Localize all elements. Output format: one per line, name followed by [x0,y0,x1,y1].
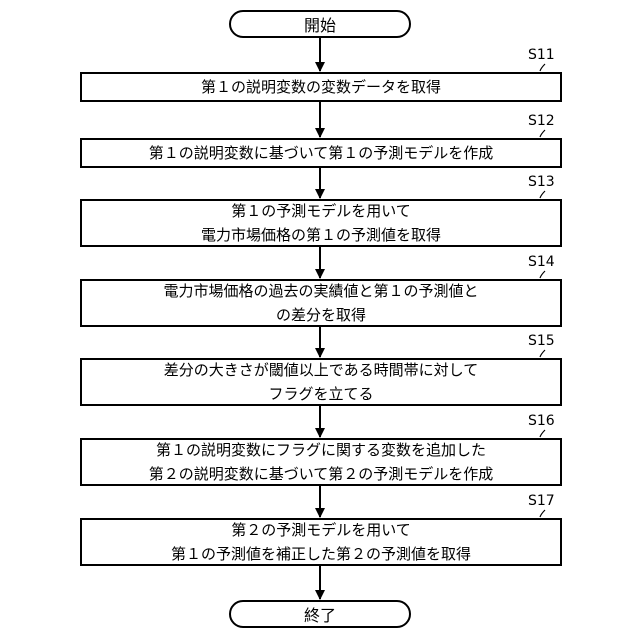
step-s15-line-1: 差分の大きさが閾値以上である時間帯に対して [164,358,478,382]
step-s17-line-2: 第１の予測値を補正した第２の予測値を取得 [171,542,471,566]
step-label-leader [540,64,545,71]
step-s13-line-2: 電力市場価格の第１の予測値を取得 [201,223,441,247]
step-label-leader [540,510,545,517]
step-label-leader [540,191,545,198]
step-s12: 第１の説明変数に基づいて第１の予測モデルを作成 [80,138,562,168]
step-label-leader [540,271,545,278]
step-s14-label: S14 [528,254,555,270]
step-label-leader [540,130,545,137]
step-s13-line-1: 第１の予測モデルを用いて [231,199,411,223]
step-s11-label: S11 [528,47,555,63]
start-label: 開始 [304,12,336,36]
step-s15-line-2: フラグを立てる [268,382,373,406]
step-s15-label: S15 [528,333,555,349]
step-s12-label: S12 [528,113,555,129]
step-s13-label: S13 [528,174,555,190]
step-s17-label: S17 [528,493,555,509]
step-s16-label: S16 [528,413,555,429]
step-s16-line-1: 第１の説明変数にフラグに関する変数を追加した [156,438,486,462]
step-s12-line-1: 第１の説明変数に基づいて第１の予測モデルを作成 [149,141,494,165]
step-s14-line-2: の差分を取得 [276,303,366,327]
step-s11-line-1: 第１の説明変数の変数データを取得 [201,75,441,99]
step-s13: 第１の予測モデルを用いて 電力市場価格の第１の予測値を取得 [80,199,562,247]
step-s16-line-2: 第２の説明変数に基づいて第２の予測モデルを作成 [149,462,494,486]
step-s16: 第１の説明変数にフラグに関する変数を追加した 第２の説明変数に基づいて第２の予測… [80,438,562,486]
step-s15: 差分の大きさが閾値以上である時間帯に対して フラグを立てる [80,358,562,406]
step-s14-line-1: 電力市場価格の過去の実績値と第１の予測値と [163,279,478,303]
end-terminal: 終了 [229,600,411,628]
step-s14: 電力市場価格の過去の実績値と第１の予測値と の差分を取得 [80,279,562,327]
step-s11: 第１の説明変数の変数データを取得 [80,72,562,102]
step-s17-line-1: 第２の予測モデルを用いて [231,518,411,542]
step-s17: 第２の予測モデルを用いて 第１の予測値を補正した第２の予測値を取得 [80,518,562,566]
start-terminal: 開始 [229,10,411,38]
step-label-leader [540,350,545,357]
end-label: 終了 [304,602,336,626]
step-label-leader [540,430,545,437]
